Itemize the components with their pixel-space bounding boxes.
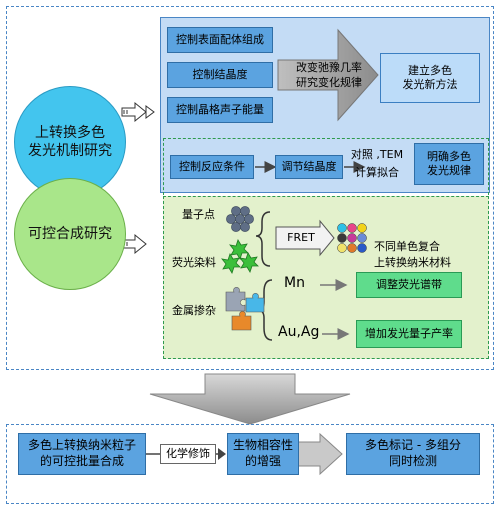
box-multicolor-detection-label: 多色标记 - 多组分 同时检测 <box>365 438 461 468</box>
box-biocompatibility: 生物相容性 的增强 <box>227 433 299 475</box>
quantum-dot-icon <box>226 206 254 232</box>
box-reaction-conditions-label: 控制反应条件 <box>179 159 245 173</box>
box-adjust-crystallinity: 调节结晶度 <box>275 155 343 179</box>
circle-synthesis-label: 可控合成研究 <box>28 225 112 242</box>
box-batch-synthesis: 多色上转换纳米粒子 的可控批量合成 <box>18 433 146 475</box>
label-mn: Mn <box>284 275 305 291</box>
label-metal-doping-text: 金属掺杂 <box>172 304 216 317</box>
box-new-method: 建立多色 发光新方法 <box>380 53 480 103</box>
bottom-frame <box>6 424 494 504</box>
arrow-text-label: 改变弛豫几率 研究变化规律 <box>296 61 362 89</box>
fret-brace <box>255 211 271 267</box>
box-new-method-label: 建立多色 发光新方法 <box>402 63 458 91</box>
relaxation-arrow <box>277 28 379 122</box>
label-dye: 荧光染料 <box>172 254 216 270</box>
box-surface-ligand-label: 控制表面配体组成 <box>176 32 264 46</box>
blue-panel-row2-frame <box>163 138 489 195</box>
label-au-ag-text: Au,Ag <box>278 324 320 340</box>
box-quantum-yield-label: 增加发光量子产率 <box>365 326 453 340</box>
fret-label: FRET <box>280 230 322 246</box>
box-adjust-crystallinity-label: 调节结晶度 <box>281 159 337 173</box>
fret-arrow <box>275 219 335 257</box>
box-surface-ligand: 控制表面配体组成 <box>167 27 273 53</box>
box-batch-synthesis-label: 多色上转换纳米粒子 的可控批量合成 <box>27 438 136 468</box>
label-quantum-dot-text: 量子点 <box>182 208 215 221</box>
box-clear-rule-label: 明确多色 发光规律 <box>427 149 471 177</box>
label-metal-doping: 金属掺杂 <box>172 302 216 318</box>
box-tune-band: 调整荧光谱带 <box>356 272 462 298</box>
box-biocompatibility-label: 生物相容性 的增强 <box>232 438 293 468</box>
label-mn-text: Mn <box>284 275 305 291</box>
box-tune-band-label: 调整荧光谱带 <box>376 277 442 291</box>
label-chemical-modification-text: 化学修饰 <box>166 446 210 460</box>
box-phonon-energy: 控制晶格声子能量 <box>167 97 273 123</box>
text-tem-fitting-label: 对照 ,TEM 计算拟合 <box>350 148 404 179</box>
circle-mechanism-label: 上转换多色 发光机制研究 <box>28 124 112 159</box>
metal-dopant-icon <box>225 287 265 331</box>
bottom-step-arrow <box>297 432 343 476</box>
box-multicolor-detection: 多色标记 - 多组分 同时检测 <box>346 433 480 475</box>
box-crystallinity-label: 控制结晶度 <box>192 67 248 81</box>
label-quantum-dot: 量子点 <box>182 206 215 222</box>
box-reaction-conditions: 控制反应条件 <box>170 155 254 179</box>
big-down-arrow <box>149 373 351 425</box>
arrow-text: 改变弛豫几率 研究变化规律 <box>284 60 374 92</box>
label-dye-text: 荧光染料 <box>172 256 216 269</box>
fret-result-text: 不同单色复合 上转换纳米材料 <box>374 240 451 269</box>
fret-result: 不同单色复合 上转换纳米材料 <box>374 224 484 270</box>
dye-icon <box>221 239 259 274</box>
circle-synthesis: 可控合成研究 <box>14 178 126 290</box>
box-quantum-yield: 增加发光量子产率 <box>356 320 462 348</box>
box-crystallinity: 控制结晶度 <box>167 62 273 88</box>
label-chemical-modification: 化学修饰 <box>160 444 216 464</box>
box-clear-rule: 明确多色 发光规律 <box>414 143 484 185</box>
circle-top-arrow <box>121 101 147 123</box>
label-au-ag: Au,Ag <box>278 324 319 340</box>
box-phonon-energy-label: 控制晶格声子能量 <box>176 102 264 116</box>
fret-label-text: FRET <box>287 230 315 244</box>
text-tem-fitting: 对照 ,TEM 计算拟合 <box>342 143 412 185</box>
outer-frame <box>6 6 494 370</box>
color-dots-icon <box>337 223 367 253</box>
